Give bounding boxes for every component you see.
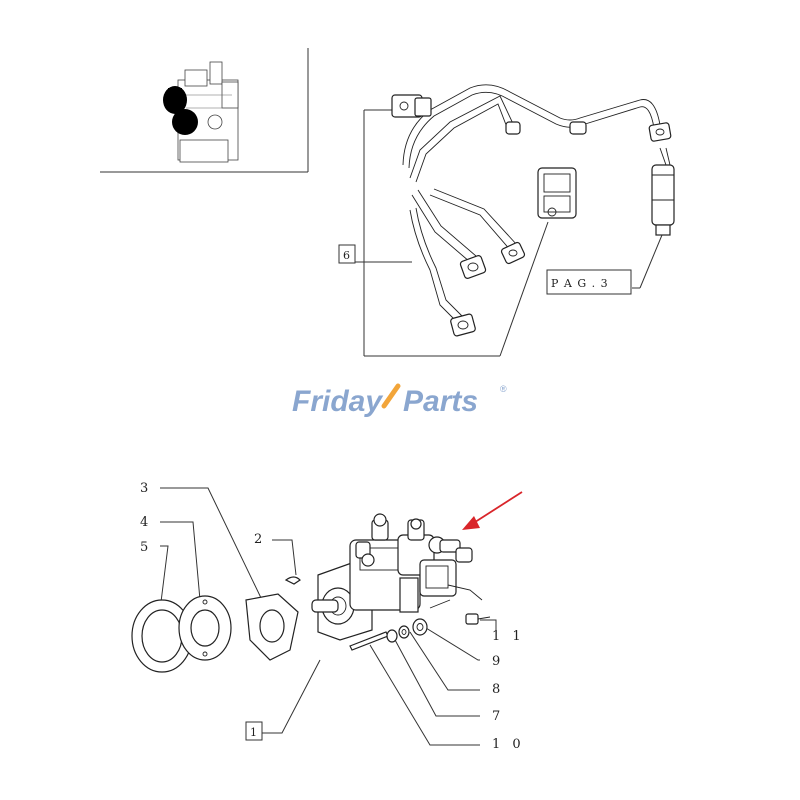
pipe-nut — [648, 122, 672, 142]
watermark-text-part1: Friday — [292, 385, 383, 418]
seal-ring — [131, 599, 193, 673]
woodruff-key — [284, 576, 301, 585]
washer — [386, 629, 398, 643]
callout-3-label: 3 — [140, 481, 152, 496]
pipe-nut — [459, 255, 487, 279]
injection-pump-exploded-view: 3 4 5 2 1 1 9 8 7 1 0 1 — [131, 481, 525, 752]
callout-1: 1 — [245, 721, 263, 741]
lock-washer — [398, 625, 410, 639]
fuel-pipes — [402, 84, 661, 326]
callout-9-label: 9 — [492, 654, 504, 669]
callout-1-label: 1 — [250, 726, 257, 739]
gasket — [178, 595, 232, 661]
callout-7-label: 7 — [492, 709, 504, 724]
page-reference-label: P A G . 3 — [551, 277, 609, 290]
pipe-nut — [505, 121, 521, 135]
injector — [632, 147, 675, 289]
pipe-nut — [569, 121, 587, 135]
pipe-clamp — [391, 94, 432, 118]
pipe-nut — [500, 241, 526, 265]
callout-11-label: 1 1 — [492, 629, 525, 644]
injection-pipes-assembly: 6 P A G . 3 — [338, 84, 675, 357]
callout-2-label: 2 — [254, 532, 266, 547]
nut — [412, 618, 428, 636]
callout-6: 6 — [338, 244, 356, 264]
engine-locator-thumbnail — [100, 48, 309, 173]
screw — [465, 613, 491, 625]
watermark-registered-mark: ® — [500, 384, 507, 394]
pipe-clamp-block — [537, 167, 577, 219]
callout-8-label: 8 — [492, 682, 504, 697]
callout-6-label: 6 — [343, 249, 350, 262]
page-reference: P A G . 3 — [546, 269, 632, 295]
flange-gasket — [245, 593, 299, 661]
callout-4-label: 4 — [140, 515, 152, 530]
pipe-nut — [450, 313, 476, 337]
watermark-logo: Friday Parts ® — [292, 383, 507, 418]
watermark-text-part2: Parts — [403, 385, 478, 418]
engine-thumbnail-drawing — [163, 61, 239, 163]
pump-body — [311, 513, 483, 641]
callout-5-label: 5 — [140, 540, 152, 555]
watermark-accent-slash — [381, 383, 401, 409]
callout-10-label: 1 0 — [492, 737, 525, 752]
highlight-arrow — [462, 491, 523, 530]
